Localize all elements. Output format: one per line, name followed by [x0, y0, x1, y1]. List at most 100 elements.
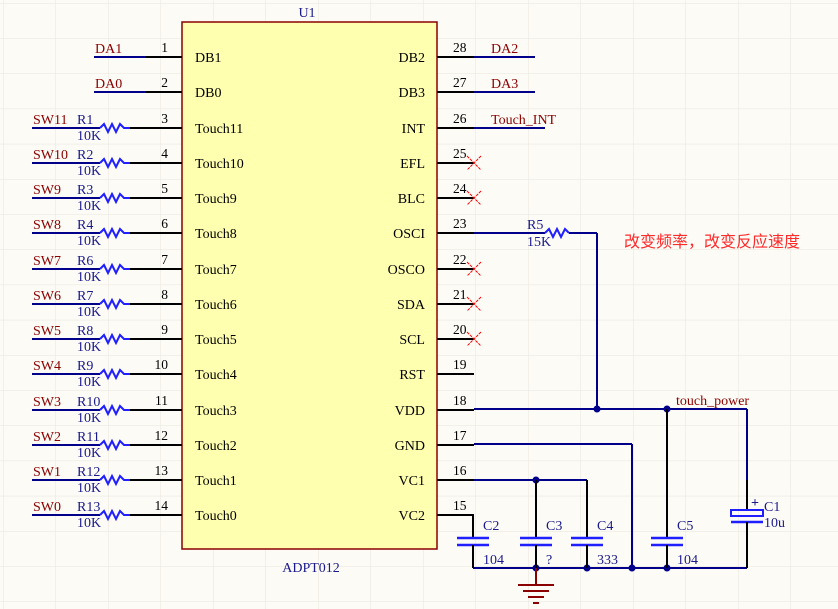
net-label: SW0 [33, 500, 61, 515]
pin-number: 26 [453, 111, 467, 126]
pin-name: Touch3 [195, 404, 237, 419]
pin-number: 28 [453, 40, 467, 55]
resistor-icon [99, 508, 130, 522]
no-connect-icon [466, 331, 482, 347]
net-label: SW4 [33, 359, 61, 374]
pin-name: BLC [398, 192, 425, 207]
pin-name: VC2 [399, 509, 425, 524]
pin-number: 20 [453, 322, 467, 337]
cap-ref: C3 [546, 519, 562, 534]
cap-value: ? [546, 553, 552, 568]
net-label: SW2 [33, 430, 61, 445]
pin-name: GND [395, 439, 425, 454]
net-label: SW1 [33, 465, 61, 480]
resistor-icon [99, 438, 130, 452]
net-label: SW9 [33, 183, 61, 198]
r5-value: 15K [527, 235, 551, 250]
net-label: SW5 [33, 324, 61, 339]
pin-name: SDA [397, 298, 426, 313]
pin-number: 7 [161, 252, 168, 267]
pin-number: 15 [453, 498, 467, 513]
pin-name: Touch9 [195, 192, 237, 207]
resistor-value: 10K [77, 446, 101, 461]
resistor-ref: R12 [77, 465, 100, 480]
resistor-icon [99, 332, 130, 346]
cap-ref: C5 [677, 519, 693, 534]
resistor-value: 10K [77, 375, 101, 390]
pin-number: 14 [155, 498, 169, 513]
net-label: SW3 [33, 395, 61, 410]
cap-ref: C2 [483, 519, 499, 534]
vdd-net: touch_power [474, 394, 749, 480]
annotation-text: 改变频率，改变反应速度 [624, 232, 800, 251]
resistor-ref: R13 [77, 500, 100, 515]
capacitor-c5[interactable]: C5 104 [651, 409, 698, 568]
gnd-net [474, 443, 633, 568]
pin-name: OSCO [388, 263, 425, 278]
net-label-touch-power: touch_power [676, 394, 749, 409]
pin-name: Touch1 [195, 474, 237, 489]
net-label: Touch_INT [491, 113, 557, 128]
pin-number: 24 [453, 181, 467, 196]
pin-name: VC1 [399, 474, 425, 489]
pin-number: 23 [453, 216, 467, 231]
pin-name: INT [402, 122, 426, 137]
pin-number: 19 [453, 357, 467, 372]
pin-name: Touch4 [195, 368, 237, 383]
resistor-ref: R9 [77, 359, 93, 374]
pin-name: Touch10 [195, 157, 244, 172]
pin-number: 16 [453, 463, 467, 478]
net-label: DA3 [491, 77, 518, 92]
pin-number: 18 [453, 393, 467, 408]
capacitor-c3[interactable]: C3? [520, 480, 562, 568]
net-label: SW10 [33, 148, 68, 163]
chip-body[interactable] [181, 21, 438, 550]
resistor-icon [99, 156, 130, 170]
resistor-ref: R2 [77, 148, 93, 163]
resistor-value: 10K [77, 516, 101, 531]
r5-resistor[interactable]: R5 15K [474, 218, 598, 409]
resistor-ref: R3 [77, 183, 93, 198]
resistor-ref: R11 [77, 430, 100, 445]
pin-number: 12 [155, 428, 169, 443]
pin-number: 1 [161, 40, 168, 55]
cap-value: 104 [677, 553, 698, 568]
polarity-plus-icon: + [751, 496, 759, 511]
resistor-icon [99, 121, 130, 135]
no-connect-icon [466, 296, 482, 312]
